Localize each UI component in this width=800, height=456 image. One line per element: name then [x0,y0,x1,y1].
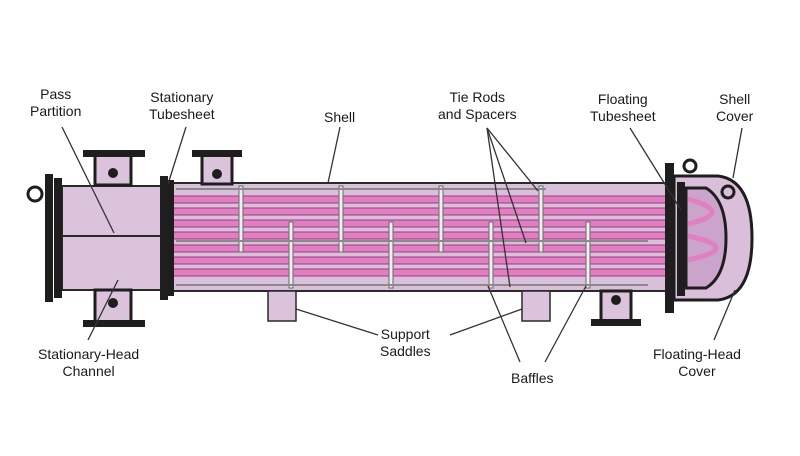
leader-floating-tubesheet [629,127,682,211]
tube [167,195,689,204]
label-shell-cover: Shell Cover [716,91,754,124]
leader-tie-rod-2 [486,127,527,244]
tube [167,231,695,240]
baffle [388,221,394,289]
stationary-head-channel [61,185,163,291]
leader-stationary-head [87,279,119,341]
stationary-tubesheet [160,176,168,300]
floating-head-cover [684,186,728,290]
baffle [538,185,544,253]
tube [167,219,695,228]
baffle [288,221,294,289]
channel-cover [45,174,53,302]
channel-cover-flange [54,178,62,298]
baffle [585,221,591,289]
tube-returns [687,196,719,263]
floating-head-lug [682,158,698,174]
tube-bundle [167,195,695,277]
leader-tie-rod-3 [486,127,511,288]
shell-flange [168,180,174,296]
label-stationary-head-channel: Stationary-Head Channel [38,346,140,379]
shell-cover-lug [720,184,736,200]
leader-baffle-1 [487,285,521,363]
baffles [238,185,591,289]
label-support-saddles: Support Saddles [380,326,431,359]
leader-lines [61,126,743,363]
baffle [438,185,444,253]
floating-tubesheet [677,182,685,296]
leader-shell-cover [732,127,743,179]
leader-floating-head [713,289,736,341]
baffle [338,185,344,253]
leader-saddle-left [295,308,379,336]
tube [167,256,695,265]
support-saddle [267,290,297,322]
leader-shell [327,126,341,184]
tube [167,268,689,277]
shell-outlet-nozzle [591,289,641,326]
label-shell: Shell [324,109,356,125]
label-baffles: Baffles [511,370,554,386]
support-saddle [521,290,551,322]
tube [167,244,695,253]
label-tie-rods-and-spacers: Tie Rods and Spacers [438,89,517,122]
label-pass-partition: Pass Partition [30,86,82,119]
leader-saddle-right [449,308,523,336]
channel-top-nozzle [83,150,145,187]
lifting-lug [26,185,44,203]
leader-tie-rod-1 [486,127,539,192]
label-floating-head-cover: Floating-Head Cover [653,346,741,379]
leader-baffle-2 [544,285,587,363]
label-floating-tubesheet: Floating Tubesheet [590,91,656,124]
baffle [238,185,244,253]
label-stationary-tubesheet: Stationary Tubesheet [149,89,215,122]
tube [167,207,693,216]
baffle [488,221,494,289]
channel-bottom-nozzle [83,288,145,327]
leader-stationary-tubesheet [167,126,187,185]
leader-pass-partition [61,126,115,234]
shell-end-flange [665,163,674,313]
shell-inlet-nozzle [192,150,242,186]
